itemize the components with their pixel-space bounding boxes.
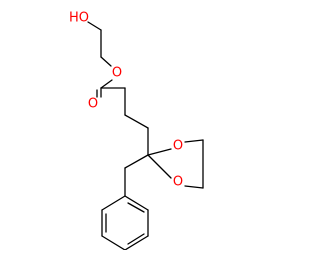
- carbonyl-oxygen-label: O: [88, 97, 98, 112]
- ring-oxygen-upper-label: O: [173, 139, 183, 154]
- molecule-canvas: HO O O O O: [68, 10, 204, 251]
- benzene-bond-3: [124, 235, 149, 251]
- bond-layer: [87, 21, 204, 251]
- benzene-bond-1: [124, 195, 149, 211]
- structure-diagram: HO O O O O: [69, 11, 204, 251]
- bond-cketal-olower: [147, 154, 172, 179]
- atom-label-layer: HO O O O O: [69, 11, 183, 190]
- ring-oxygen-lower-label: O: [173, 175, 183, 190]
- benzene-double-1: [127, 202, 145, 213]
- benzene-bond-4: [101, 235, 126, 251]
- hydroxyl-label: HO: [69, 11, 89, 26]
- bond-oupper-cring1: [184, 139, 204, 143]
- bond-olower-cring2: [184, 185, 204, 189]
- bond-c4-c5: [124, 114, 149, 129]
- bond-cketal-ch2: [124, 154, 149, 169]
- bond-oester-ccarbonyl: [100, 79, 113, 89]
- benzene-bond-6: [101, 195, 126, 211]
- bond-c2-oester: [100, 56, 112, 67]
- benzene-double-2: [127, 233, 145, 245]
- ester-oxygen-label: O: [112, 66, 122, 81]
- bond-ho-c1: [87, 21, 102, 31]
- bond-cketal-oupper: [147, 148, 172, 156]
